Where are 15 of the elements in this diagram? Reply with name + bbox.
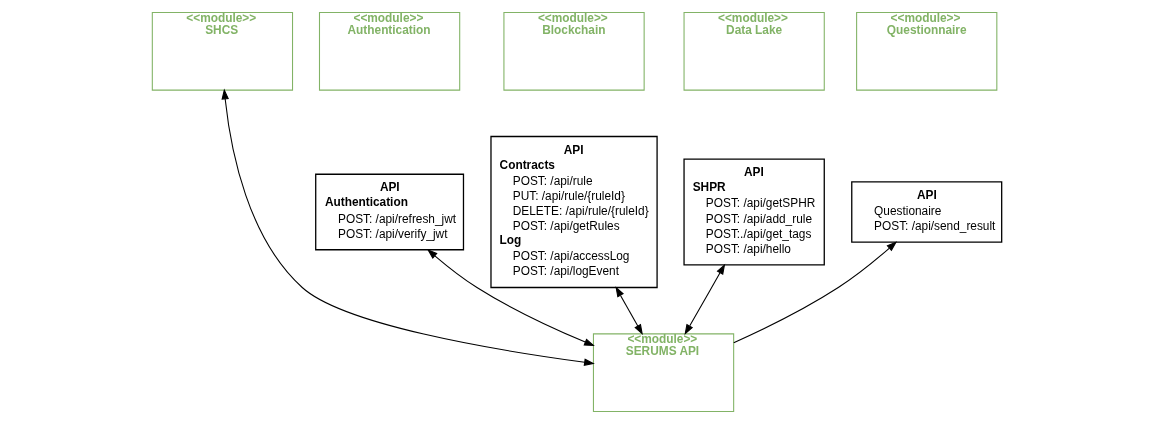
- node-box: <<module>> Authentication: [318, 11, 461, 91]
- node-box: <<module>> Blockchain: [503, 11, 645, 91]
- node-box: <<module>> Questionnaire: [856, 11, 998, 91]
- arrow: [221, 88, 595, 366]
- node-box: API Questionaire POST: /api/send_result: [851, 181, 1003, 243]
- arrow: [684, 263, 726, 336]
- node-box: <<module>> SHCS: [151, 11, 294, 91]
- node-box: API SHPR POST: /api/getSPHR POST: /api/add_rule POST:./api/get_tags POST: /api/hello: [683, 158, 825, 266]
- node-box: API Authentication POST: /api/refresh_jwt POST: /api/verify_jwt: [315, 173, 465, 251]
- arrow: [426, 248, 595, 347]
- node-box: <<module>> Data Lake: [683, 11, 825, 91]
- arrow: [615, 286, 643, 336]
- node-box: API Contracts POST: /api/rule PUT: /api/rule/{ruleId} DELETE: /api/rule/{ruleId} POST: /api/getRules Log POST: /api/accessLog POST: /api/logEvent: [490, 135, 658, 289]
- arrow: [733, 241, 898, 344]
- node-box: <<module>> SERUMS API: [592, 333, 735, 413]
